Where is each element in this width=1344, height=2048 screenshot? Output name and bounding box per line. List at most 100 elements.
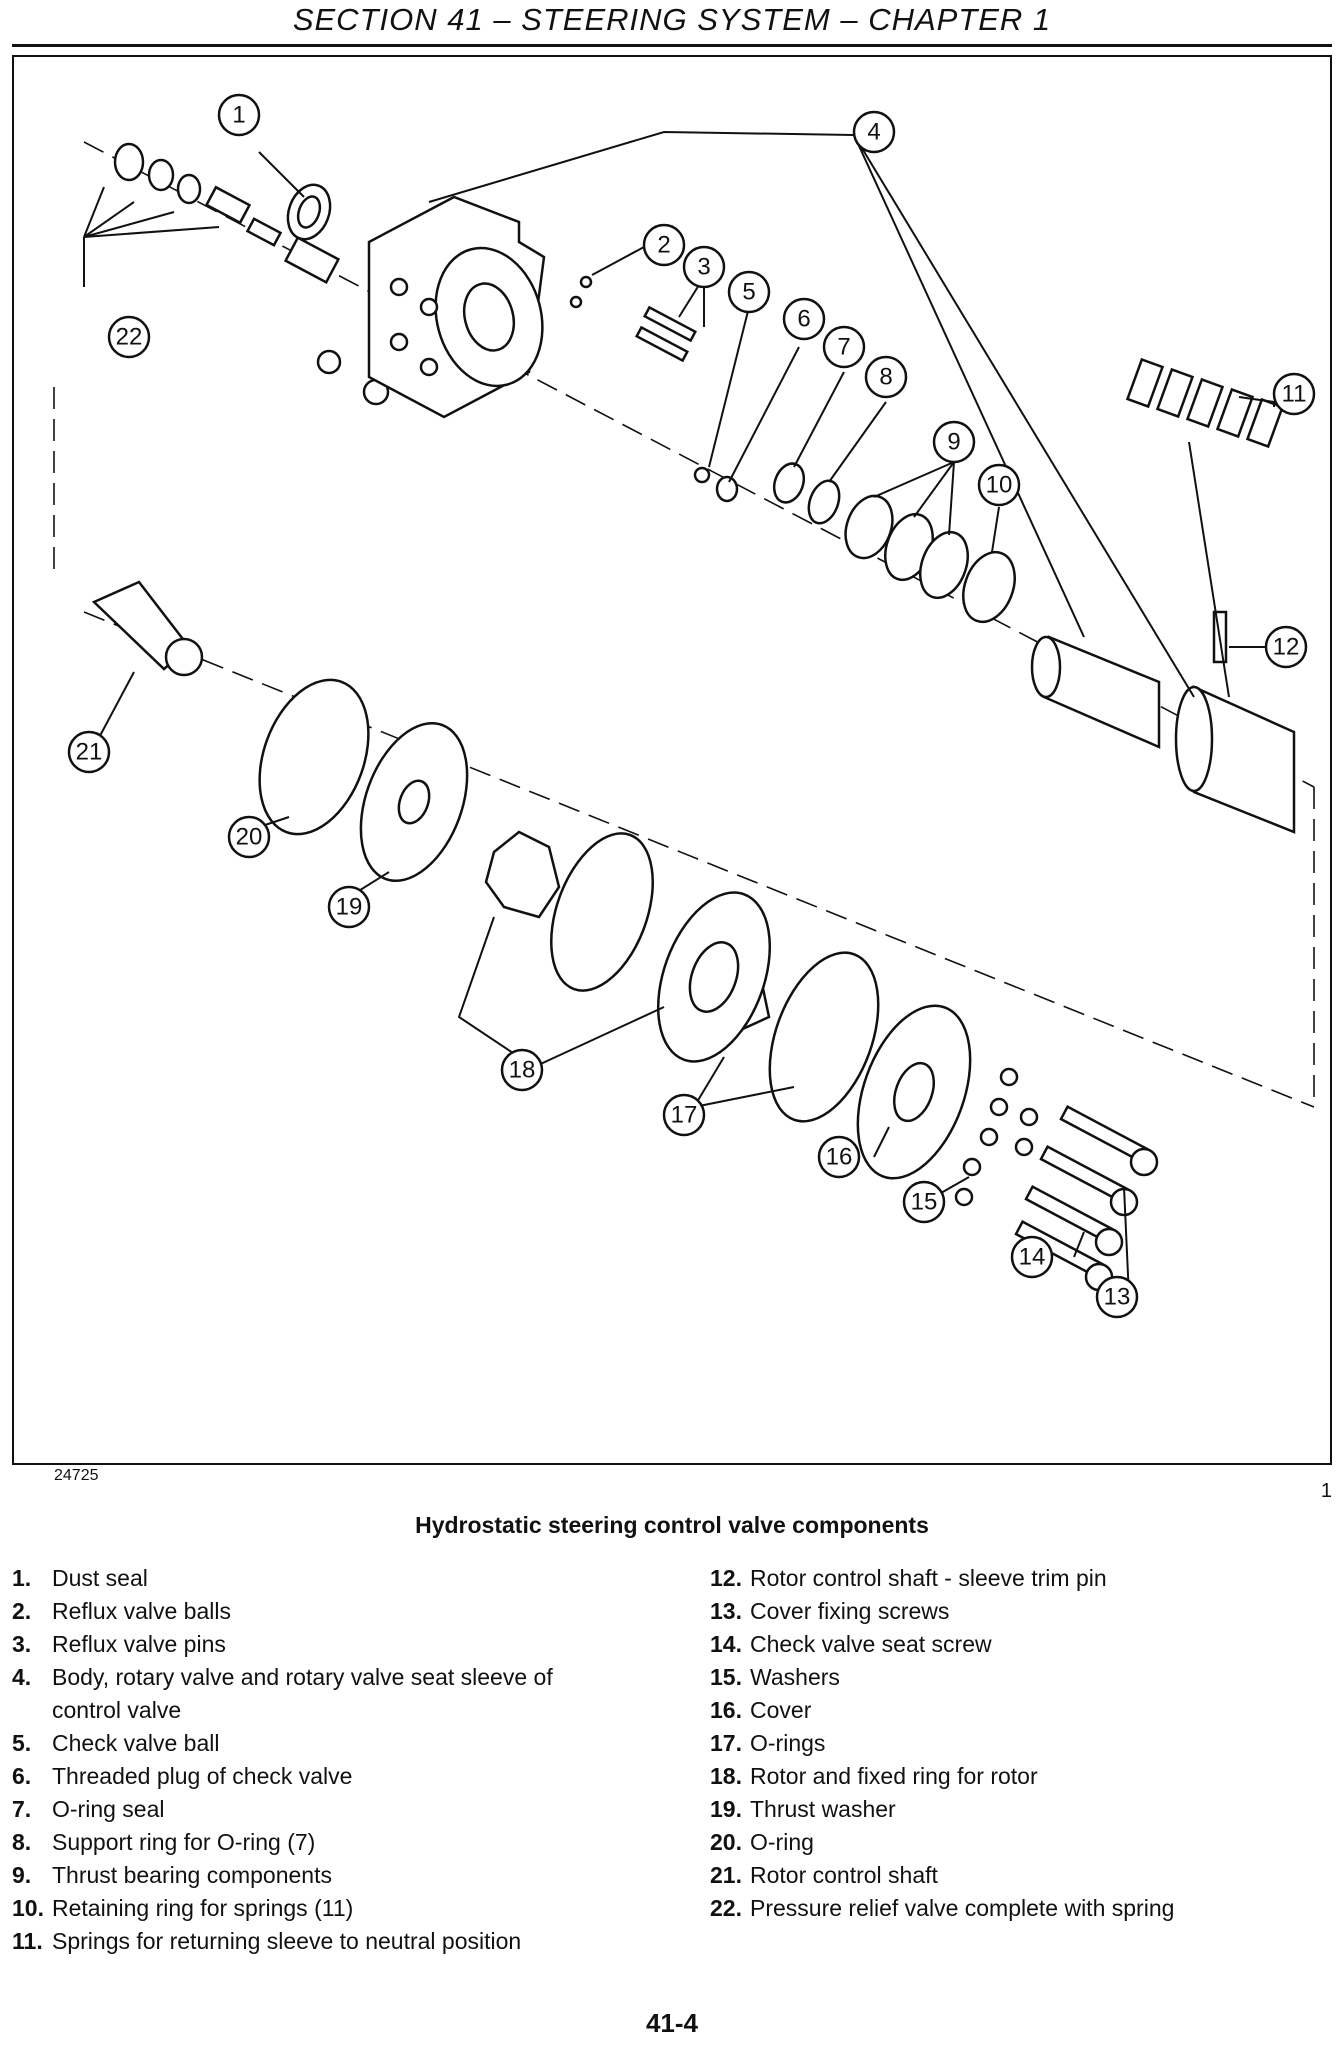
reflux-pin-lower	[635, 325, 689, 363]
callout-3: 3	[682, 245, 726, 289]
callout-label: 14	[1019, 1244, 1046, 1271]
o-ring-rotor-front	[550, 832, 654, 992]
callout-8: 8	[864, 355, 908, 399]
rotary-sleeve-end	[1174, 685, 1214, 793]
callout-label: 5	[742, 279, 755, 306]
legend-item: 15.Washers	[710, 1664, 840, 1690]
callout-4: 4	[852, 110, 896, 154]
plug-fitting	[283, 236, 341, 284]
thrust-washer-bore	[397, 779, 431, 825]
legend-item: 16.Cover	[710, 1697, 812, 1723]
callout-label: 15	[911, 1189, 938, 1216]
legend-item: 13.Cover fixing screws	[710, 1598, 950, 1624]
callout-label: 3	[697, 254, 710, 281]
legend-item: 20.O-ring	[710, 1829, 814, 1855]
figure-number: 1	[1320, 1480, 1332, 1502]
legend-item: 10.Retaining ring for springs (11)	[12, 1895, 354, 1921]
callout-label: 12	[1273, 634, 1300, 661]
callout-label: 22	[116, 324, 143, 351]
end-cover-bore	[892, 1061, 936, 1123]
callout-1: 1	[217, 93, 261, 137]
callout-17: 17	[662, 1093, 706, 1137]
assembly-axis-lower	[83, 611, 1315, 1108]
parts-legend-left: 1.Dust seal 2.Reflux valve balls 3.Reflu…	[12, 1562, 652, 1958]
callout-22: 22	[107, 315, 151, 359]
rotor-star	[484, 830, 561, 919]
callout-18: 18	[500, 1048, 544, 1092]
reflux-ball-upper	[579, 275, 593, 289]
callout-10: 10	[977, 463, 1021, 507]
legend-item: 2.Reflux valve balls	[12, 1598, 231, 1624]
callout-label: 18	[509, 1057, 536, 1084]
callout-label: 4	[867, 119, 880, 146]
reflux-ball-lower	[569, 295, 583, 309]
callout-label: 17	[671, 1102, 698, 1129]
callout-label: 6	[797, 306, 810, 333]
callout-11: 11	[1272, 372, 1316, 416]
page-header: SECTION 41 – STEERING SYSTEM – CHAPTER 1	[292, 2, 1052, 37]
exploded-view-drawing: 1 2 3 4 5 6 7 8 9 10 11 12 13 14 15 16 1…	[53, 93, 1316, 1319]
legend-item: 6.Threaded plug of check valve	[12, 1763, 353, 1789]
callout-13: 13	[1095, 1275, 1139, 1319]
callout-label: 7	[837, 334, 850, 361]
figure-reference-id: 24725	[54, 1467, 99, 1484]
legend-item: 14.Check valve seat screw	[710, 1631, 992, 1657]
o-ring-seal	[772, 462, 806, 504]
figure-caption: Hydrostatic steering control valve compo…	[415, 1512, 929, 1538]
callout-2: 2	[642, 223, 686, 267]
valve-body	[367, 195, 546, 419]
callout-9: 9	[932, 420, 976, 464]
callout-7: 7	[822, 325, 866, 369]
callout-15: 15	[902, 1180, 946, 1224]
callout-label: 16	[826, 1144, 853, 1171]
legend-item: 18.Rotor and fixed ring for rotor	[710, 1763, 1038, 1789]
parts-legend-right: 12.Rotor control shaft - sleeve trim pin…	[710, 1562, 1330, 1925]
support-ring	[807, 479, 841, 525]
legend-item: 19.Thrust washer	[710, 1796, 896, 1822]
callout-label: 11	[1282, 381, 1307, 408]
legend-item: 17.O-rings	[710, 1730, 826, 1756]
plug-upper	[316, 349, 342, 375]
legend-item: 1.Dust seal	[12, 1565, 148, 1591]
callout-20: 20	[227, 815, 271, 859]
callout-16: 16	[817, 1135, 861, 1179]
callout-12: 12	[1264, 625, 1308, 669]
legend-item: 8.Support ring for O-ring (7)	[12, 1829, 316, 1855]
o-ring-large	[258, 678, 370, 836]
callout-5: 5	[727, 270, 771, 314]
callout-label: 21	[76, 739, 103, 766]
callout-leaders	[83, 130, 1284, 1298]
rotary-spool	[1042, 635, 1161, 749]
thrust-bearing-race-2	[919, 530, 969, 600]
legend-item: 9.Thrust bearing components	[12, 1862, 332, 1888]
callouts: 1 2 3 4 5 6 7 8 9 10 11 12 13 14 15 16 1…	[67, 93, 1316, 1319]
callout-14: 14	[1010, 1235, 1054, 1279]
cover-screws	[1014, 1105, 1159, 1292]
centering-springs	[1125, 357, 1285, 449]
callout-label: 2	[657, 232, 670, 259]
callout-label: 9	[947, 429, 960, 456]
legend-item: 22.Pressure relief valve complete with s…	[710, 1895, 1175, 1921]
washers	[954, 1067, 1039, 1207]
callout-19: 19	[327, 885, 371, 929]
rotary-spool-end	[1030, 635, 1062, 699]
relief-valve-parts	[113, 142, 283, 247]
stator-bore	[688, 941, 740, 1013]
o-ring-rotor-rear	[768, 951, 880, 1123]
callout-label: 19	[336, 894, 363, 921]
legend-item: 21.Rotor control shaft	[710, 1862, 938, 1888]
legend-item: 12.Rotor control shaft - sleeve trim pin	[710, 1565, 1107, 1591]
exploded-diagram: 1 2 3 4 5 6 7 8 9 10 11 12 13 14 15 16 1…	[12, 55, 1332, 1484]
callout-6: 6	[782, 297, 826, 341]
header-divider	[12, 44, 1332, 47]
callout-label: 20	[236, 824, 263, 851]
legend-item: 3.Reflux valve pins	[12, 1631, 226, 1657]
callout-label: 8	[879, 364, 892, 391]
check-valve-ball	[693, 466, 711, 484]
callout-label: 13	[1104, 1284, 1131, 1311]
callout-label: 1	[232, 102, 245, 129]
callout-label: 10	[986, 472, 1013, 499]
legend-item: 5.Check valve ball	[12, 1730, 220, 1756]
page-number: 41-4	[645, 2008, 699, 2038]
retaining-ring	[962, 550, 1016, 624]
